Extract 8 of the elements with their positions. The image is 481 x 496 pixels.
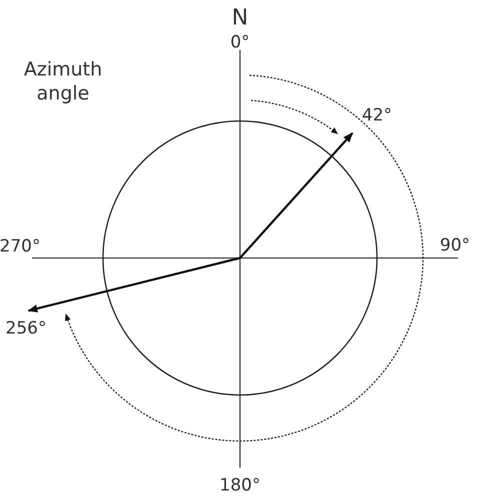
angle-label: 42° bbox=[362, 105, 392, 127]
angle-label: 180° bbox=[220, 475, 260, 496]
angle-label: 270° bbox=[0, 236, 40, 258]
diagram-heading: Azimuth angle bbox=[22, 58, 104, 106]
angle-label: N bbox=[232, 4, 248, 32]
angle-label: 0° bbox=[230, 32, 250, 54]
angle-label: 256° bbox=[6, 318, 46, 340]
angle-label: 90° bbox=[440, 235, 470, 257]
